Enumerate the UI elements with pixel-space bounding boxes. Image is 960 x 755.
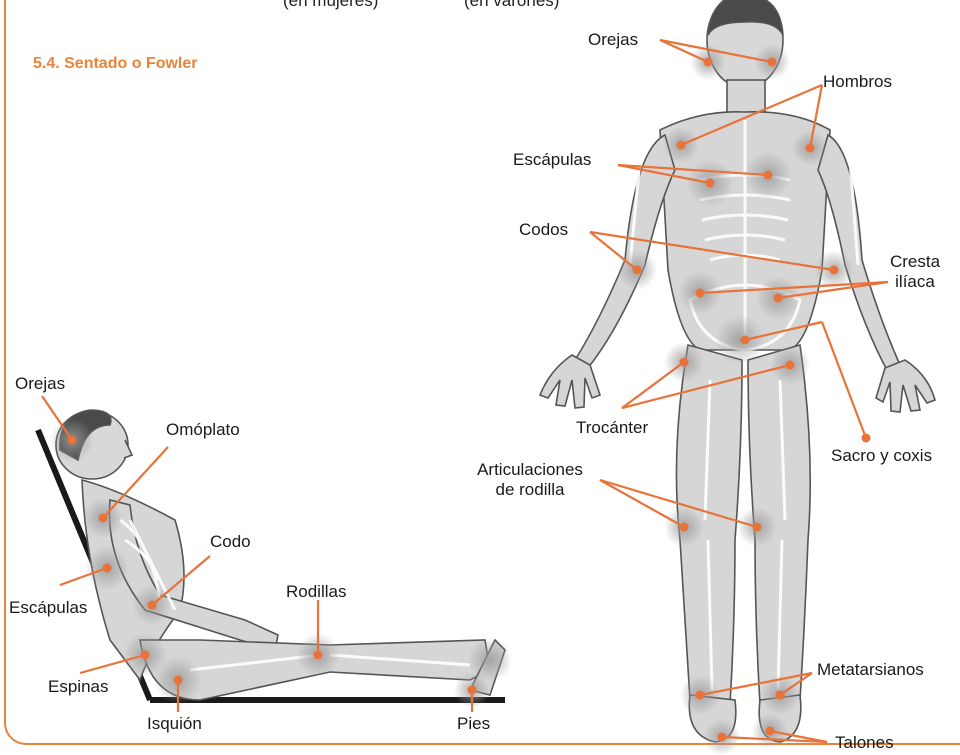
label-escapulas-seated: Escápulas	[9, 598, 87, 618]
label-codo: Codo	[210, 532, 251, 552]
label-omoplato: Omóplato	[166, 420, 240, 440]
label-cresta-line2: ilíaca	[885, 272, 945, 292]
label-escapulas-back: Escápulas	[513, 150, 591, 170]
label-cresta-iliaca: Cresta ilíaca	[885, 252, 945, 292]
label-hombros: Hombros	[823, 72, 892, 92]
label-articulaciones-rodilla: Articulaciones de rodilla	[465, 460, 595, 500]
label-cresta-line1: Cresta	[885, 252, 945, 272]
label-pies: Pies	[457, 714, 490, 734]
label-trocanter: Trocánter	[576, 418, 648, 438]
label-rodilla-line2: de rodilla	[465, 480, 595, 500]
label-rodillas: Rodillas	[286, 582, 346, 602]
label-talones: Talones	[835, 733, 894, 753]
label-orejas-seated: Orejas	[15, 374, 65, 394]
label-rodilla-line1: Articulaciones	[465, 460, 595, 480]
label-orejas-back: Orejas	[588, 30, 638, 50]
back-view-figure	[540, 0, 935, 742]
label-isquion: Isquión	[147, 714, 202, 734]
label-metatarsianos: Metatarsianos	[817, 660, 924, 680]
label-sacro-coxis: Sacro y coxis	[831, 446, 932, 466]
label-codos: Codos	[519, 220, 568, 240]
label-espinas: Espinas	[48, 677, 108, 697]
